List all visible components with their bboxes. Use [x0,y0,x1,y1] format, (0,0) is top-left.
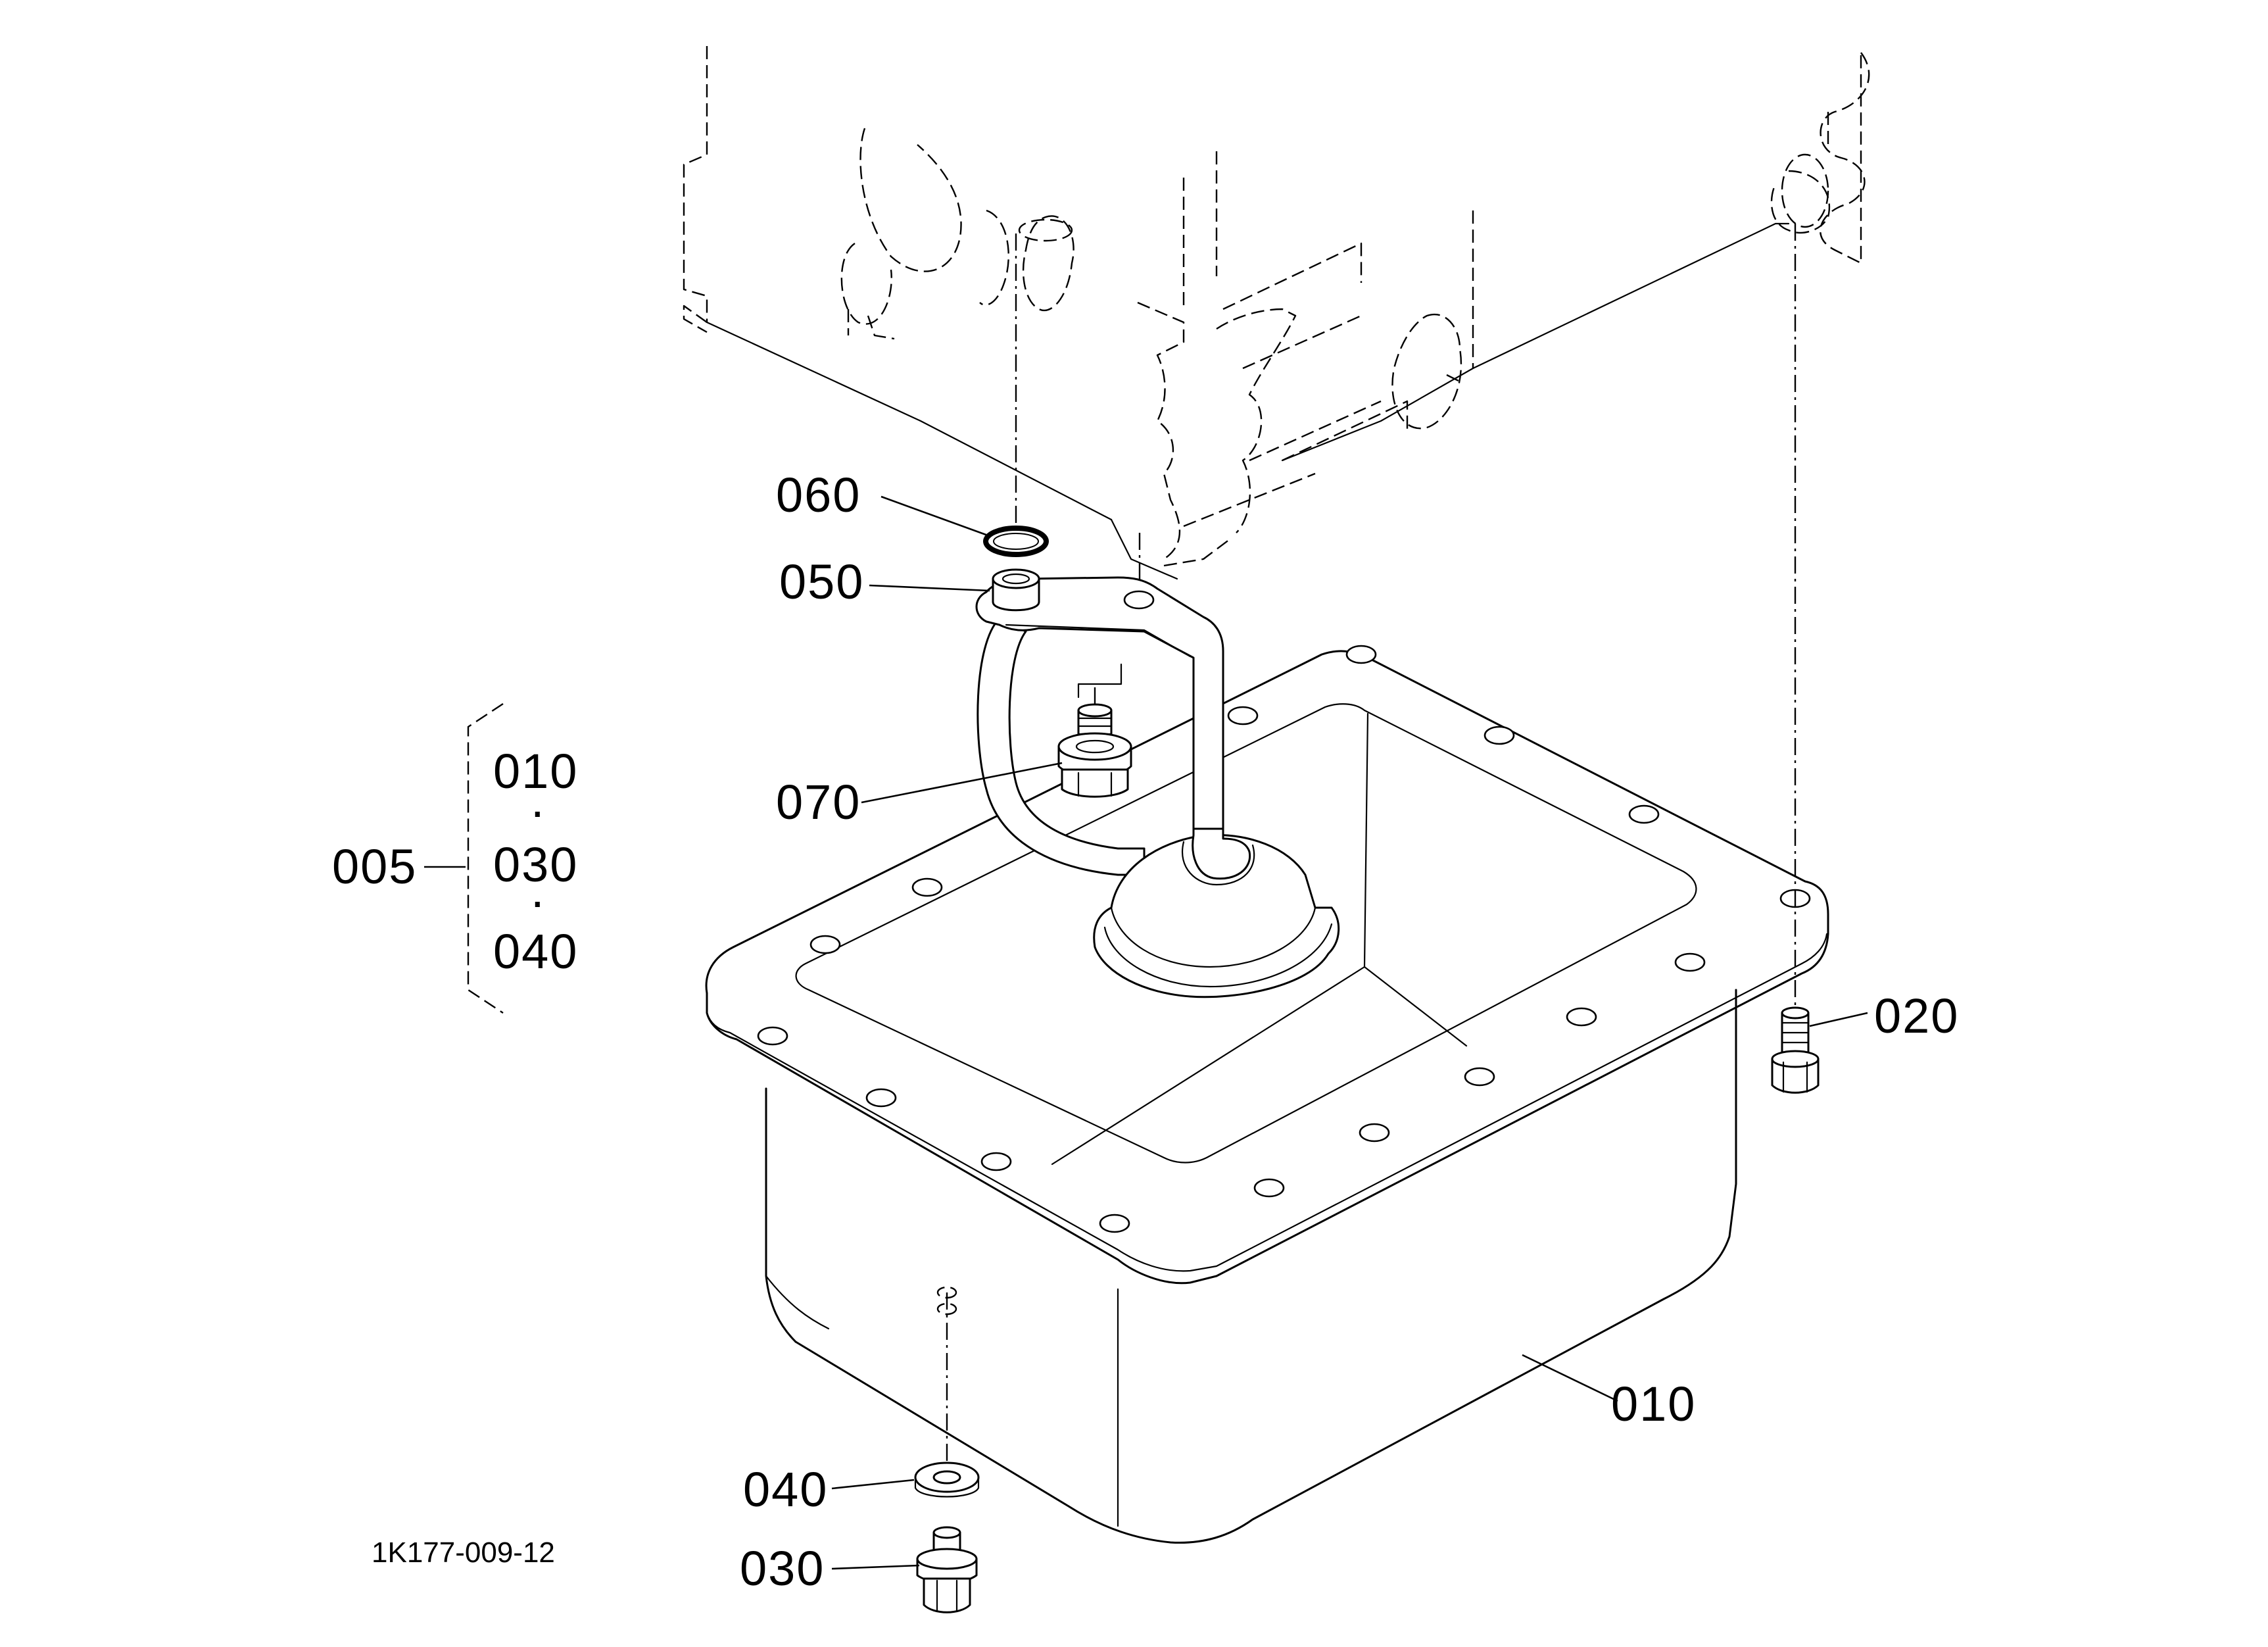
callout-010: 010 [1611,1377,1696,1431]
drain-plug-030 [916,1526,978,1613]
callout-020: 020 [1874,989,1959,1043]
callout-005: 005 [332,839,417,894]
flange-bolt-holes [757,645,1811,1233]
assembly-center-lines [936,224,1797,1463]
callout-050: 050 [779,554,864,609]
o-ring-060 [983,526,1049,557]
callout-group-010: 010 [493,744,578,799]
callout-060: 060 [776,468,861,522]
callout-group-040: 040 [493,924,578,979]
washer-040 [914,1462,980,1498]
leader-lines [424,495,1868,1570]
figure-code: 1K177-009-12 [372,1536,555,1569]
group-dot-1: · [529,783,547,838]
callout-group-030: 030 [493,837,578,892]
engine-block-phantom [683,46,1870,580]
bolt-070 [1057,703,1132,798]
callout-040: 040 [743,1462,828,1517]
group-dot-2: · [529,873,547,928]
collar-050 [992,568,1040,612]
group-bracket-005 [467,702,504,1014]
bolt-020 [1771,1006,1820,1094]
callout-030: 030 [740,1541,825,1596]
callout-070: 070 [776,775,861,829]
